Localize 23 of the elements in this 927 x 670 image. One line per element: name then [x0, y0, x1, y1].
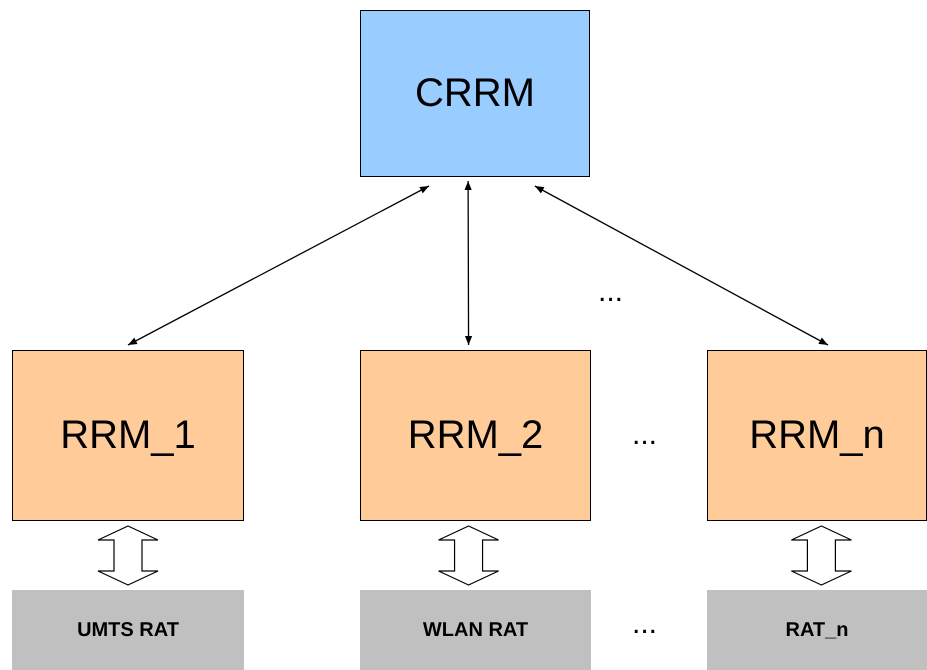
box-label: RRM_1 [60, 413, 196, 458]
module-box [707, 350, 927, 521]
rat-box [360, 590, 591, 670]
ellipsis-label: ... [632, 418, 658, 452]
rat-box [707, 590, 927, 670]
double-block-arrow [790, 525, 852, 586]
module-box [360, 350, 591, 521]
ellipsis-label: ... [632, 607, 658, 641]
box-label: RAT_n [786, 618, 848, 642]
double-arrow [464, 181, 472, 345]
box-label: UMTS RAT [77, 618, 179, 642]
double-block-arrow [97, 525, 159, 586]
box-label: CRRM [415, 71, 535, 116]
rat-box [12, 590, 244, 670]
ellipsis-label: ... [598, 275, 624, 309]
box-label: RRM_n [749, 413, 885, 458]
controller-box [360, 10, 590, 177]
double-arrow [534, 185, 828, 346]
double-block-arrow [438, 525, 500, 586]
double-arrow [128, 185, 430, 346]
box-label: RRM_2 [408, 413, 544, 458]
module-box [12, 350, 244, 521]
box-label: WLAN RAT [422, 618, 528, 642]
